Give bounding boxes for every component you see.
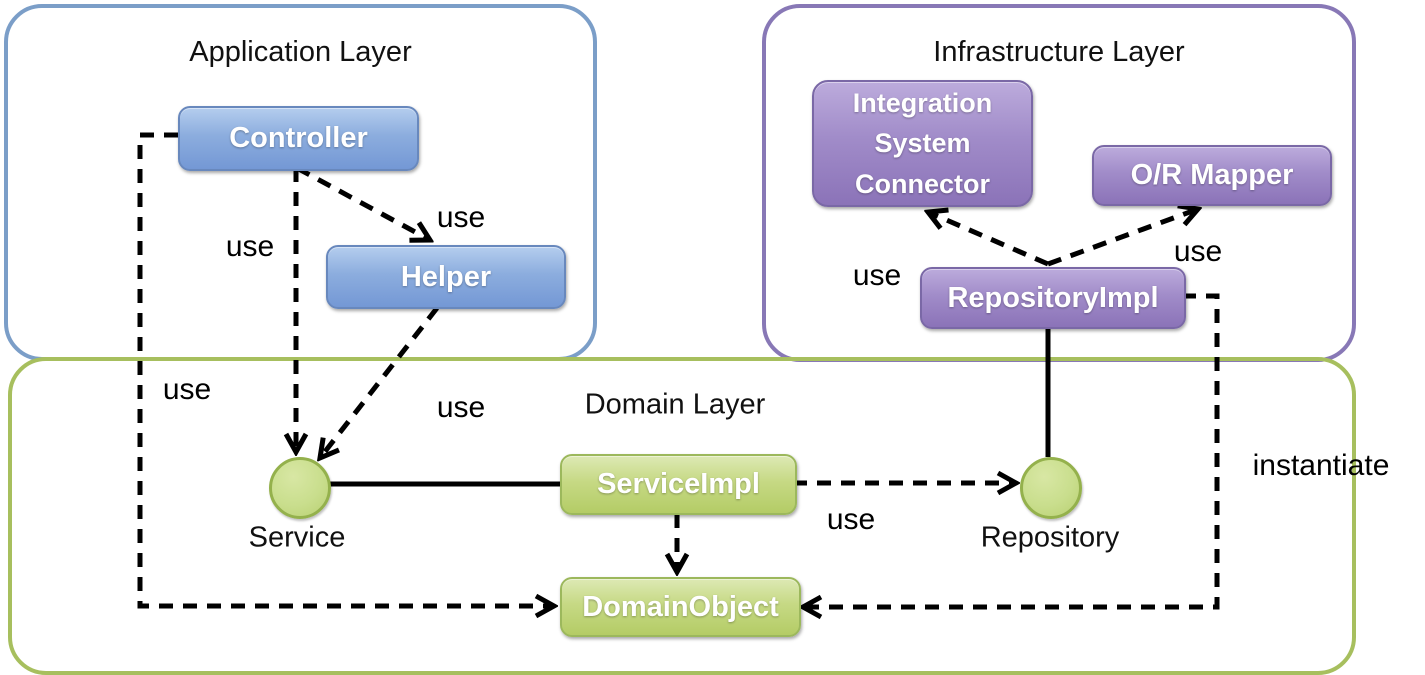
domain-layer-box [8,357,1356,675]
or-mapper-node: O/R Mapper [1092,145,1332,206]
infrastructure-layer-title: Infrastructure Layer [933,36,1185,68]
use-label-controller-service: use [225,230,275,263]
instantiate-label: instantiate [1252,449,1390,482]
application-layer-title: Application Layer [189,36,412,68]
domain-object-node: DomainObject [560,577,801,637]
use-label-helper-service: use [436,391,486,424]
service-impl-label: ServiceImpl [597,468,760,500]
use-label-repositoryimpl-ormapper: use [1173,235,1223,268]
integration-system-connector-node: Integration System Connector [812,80,1033,207]
use-label-serviceimpl-repository: use [826,503,876,536]
or-mapper-label: O/R Mapper [1130,159,1294,191]
integration-system-connector-label: Integration System Connector [852,87,993,199]
edge-repositoryimpl-to-connector [928,212,1049,267]
use-label-controller-domainobject: use [162,373,212,406]
controller-node: Controller [178,106,419,171]
domain-object-label: DomainObject [582,590,779,623]
controller-label: Controller [229,122,368,154]
edge-controller-to-domainobject [137,132,554,606]
use-label-controller-helper: use [436,201,486,234]
helper-label: Helper [400,260,492,293]
repository-impl-node: RepositoryImpl [920,267,1186,329]
use-label-repositoryimpl-connector: use [852,259,902,292]
domain-layer-title: Domain Layer [584,388,766,421]
edge-repositoryimpl-instantiate-domainobject [803,293,1220,607]
edge-controller-to-helper [295,165,430,240]
repository-interface-label: Repository [980,521,1120,554]
repository-interface-circle [1020,457,1082,519]
helper-node: Helper [326,245,566,309]
service-interface-label: Service [248,521,346,554]
edge-helper-to-service [320,306,439,458]
edge-repositoryimpl-to-ormapper [1047,209,1198,267]
repository-impl-label: RepositoryImpl [947,281,1159,314]
service-impl-node: ServiceImpl [560,454,797,515]
service-interface-circle [269,457,331,519]
